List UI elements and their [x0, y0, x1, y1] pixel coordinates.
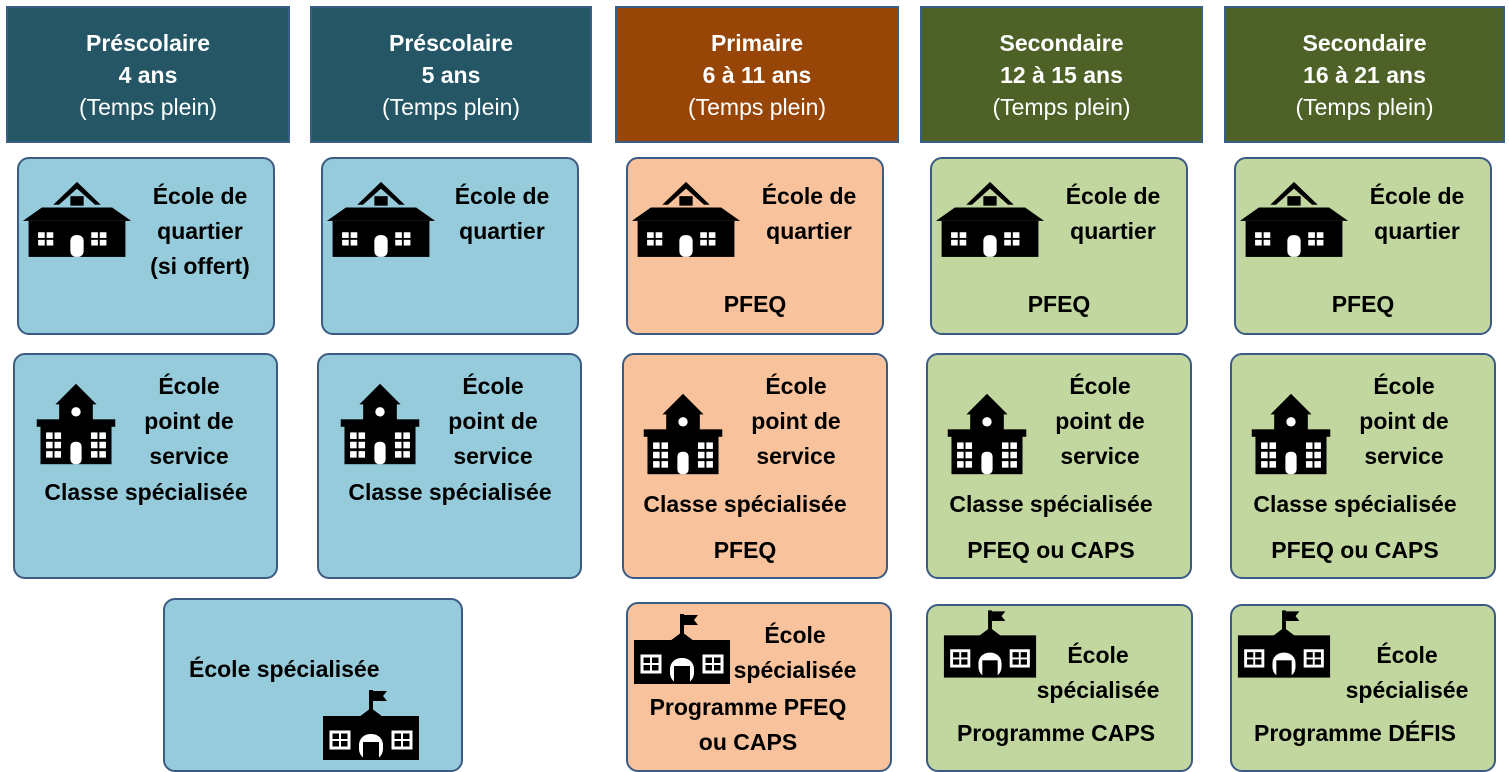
program-label: Programme CAPS [956, 720, 1156, 746]
header-age: 16 à 21 ans [1303, 61, 1426, 88]
quartier-label: École de quartier [1369, 183, 1465, 244]
program-label: Programme DÉFIS [1254, 720, 1456, 746]
class-label: Classe spécialisée [643, 491, 847, 517]
point-service-label: École point de service [751, 373, 841, 469]
multi-storey-school-icon [337, 383, 423, 465]
program-label: PFEQ [713, 537, 777, 563]
header-title: Primaire [710, 29, 804, 56]
house-school-icon [21, 178, 133, 258]
header-age: 5 ans [421, 61, 481, 88]
point-service-label: École point de service [1359, 373, 1449, 469]
flag-school-icon [632, 614, 732, 684]
house-school-icon [630, 178, 742, 258]
specialisee-label: École spécialisée [1345, 642, 1469, 703]
specialisee-label: École spécialisée [1036, 642, 1160, 703]
house-school-icon [325, 178, 437, 258]
flag-school-icon [1236, 610, 1332, 678]
point-service-box-secondaire-12-15: École point de service Classe spécialisé… [926, 353, 1192, 579]
header-title: Préscolaire [388, 29, 514, 56]
header-mode: (Temps plein) [381, 93, 521, 120]
header-prescolaire-4ans: Préscolaire 4 ans (Temps plein) [6, 6, 290, 143]
specialisee-box-secondaire-12-15: École spécialisée Programme CAPS [926, 604, 1193, 772]
header-primaire: Primaire 6 à 11 ans (Temps plein) [615, 6, 899, 143]
flag-school-icon [321, 690, 421, 760]
multi-storey-school-icon [1248, 393, 1334, 475]
class-label: Classe spécialisée [348, 479, 552, 505]
program-label: PFEQ [723, 291, 787, 317]
header-age: 6 à 11 ans [702, 61, 812, 88]
specialisee-box-prescolaire: École spécialisée [163, 598, 463, 772]
house-school-icon [934, 178, 1046, 258]
multi-storey-school-icon [33, 383, 119, 465]
quartier-box-secondaire-16-21: École de quartier PFEQ [1234, 157, 1492, 335]
point-service-box-prescolaire-4ans: École point de service Classe spécialisé… [13, 353, 278, 579]
header-mode: (Temps plein) [992, 93, 1131, 120]
header-age: 4 ans [118, 61, 178, 88]
header-title: Secondaire [999, 29, 1124, 56]
point-service-label: École point de service [144, 373, 234, 469]
program-label: PFEQ [1027, 291, 1091, 317]
specialisee-label: École spécialisée [733, 622, 857, 683]
point-service-box-prescolaire-5ans: École point de service Classe spécialisé… [317, 353, 582, 579]
point-service-label: École point de service [1055, 373, 1145, 469]
house-school-icon [1238, 178, 1350, 258]
program-label: PFEQ ou CAPS [967, 537, 1135, 563]
multi-storey-school-icon [944, 393, 1030, 475]
specialisee-box-secondaire-16-21: École spécialisée Programme DÉFIS [1230, 604, 1496, 772]
program-label: PFEQ [1331, 291, 1395, 317]
header-age: 12 à 15 ans [1000, 61, 1123, 88]
quartier-label: École de quartier [454, 183, 550, 244]
class-label: Classe spécialisée [44, 479, 248, 505]
quartier-box-prescolaire-4ans: École de quartier (si offert) [17, 157, 275, 335]
program-label: PFEQ ou CAPS [1271, 537, 1439, 563]
quartier-label: École de quartier [761, 183, 857, 244]
specialisee-box-primaire: École spécialisée Programme PFEQ ou CAPS [626, 602, 892, 772]
point-service-label: École point de service [448, 373, 538, 469]
header-title: Secondaire [1302, 29, 1427, 56]
quartier-label: École de quartier [1065, 183, 1161, 244]
quartier-box-secondaire-12-15: École de quartier PFEQ [930, 157, 1188, 335]
header-secondaire-16-21: Secondaire 16 à 21 ans (Temps plein) [1224, 6, 1505, 143]
header-title: Préscolaire [85, 29, 211, 56]
quartier-box-primaire: École de quartier PFEQ [626, 157, 884, 335]
header-mode: (Temps plein) [78, 93, 218, 120]
specialisee-label: École spécialisée [189, 656, 380, 682]
quartier-note: (si offert) [150, 253, 250, 279]
header-secondaire-12-15: Secondaire 12 à 15 ans (Temps plein) [920, 6, 1203, 143]
header-mode: (Temps plein) [1295, 93, 1434, 120]
class-label: Classe spécialisée [1253, 491, 1457, 517]
class-label: Classe spécialisée [949, 491, 1153, 517]
header-mode: (Temps plein) [687, 93, 827, 120]
point-service-box-primaire: École point de service Classe spécialisé… [622, 353, 888, 579]
point-service-box-secondaire-16-21: École point de service Classe spécialisé… [1230, 353, 1496, 579]
multi-storey-school-icon [640, 393, 726, 475]
quartier-box-prescolaire-5ans: École de quartier [321, 157, 579, 335]
quartier-label: École de quartier (si offert) [125, 179, 275, 284]
header-prescolaire-5ans: Préscolaire 5 ans (Temps plein) [310, 6, 592, 143]
program-label: Programme PFEQ ou CAPS [649, 694, 847, 755]
